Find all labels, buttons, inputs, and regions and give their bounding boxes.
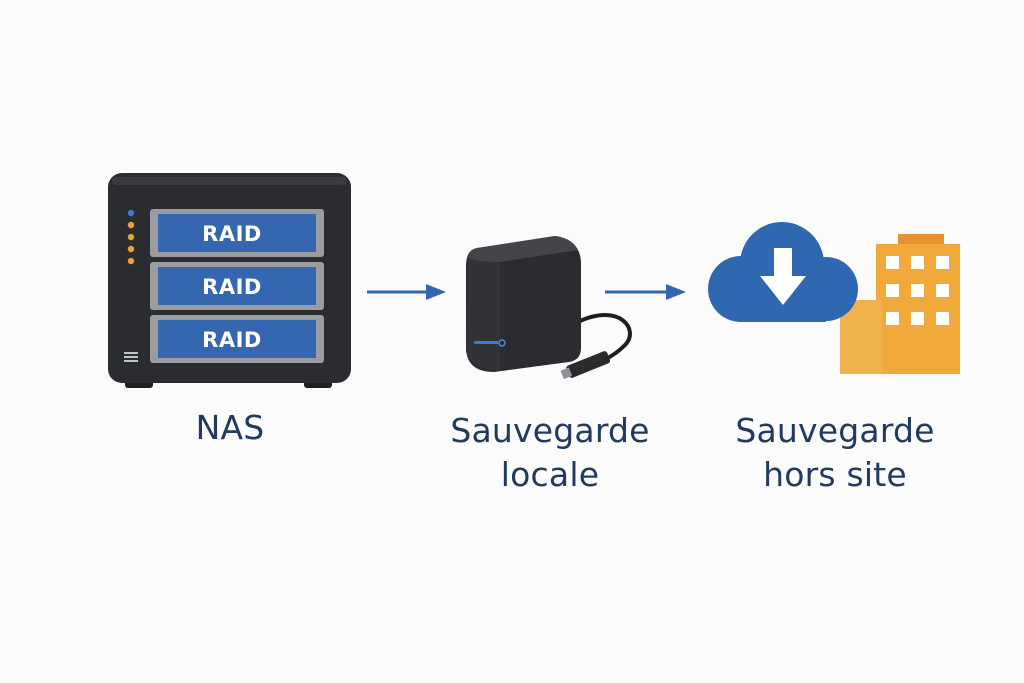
nas-label-text: NAS [195,408,265,447]
raid-bay-3: RAID [150,315,324,363]
raid-label-3: RAID [202,328,262,352]
offsite-backup-label-line-1: Sauvegarde [735,411,935,450]
nas-label: NAS [130,406,330,450]
offsite-backup-label: Sauvegarde hors site [700,409,970,497]
arrow-right-icon [367,284,446,300]
raid-bay-2: RAID [150,262,324,310]
arrow-right-icon-2 [605,284,686,300]
local-backup-label-line-1: Sauvegarde [450,411,650,450]
local-backup-label: Sauvegarde locale [425,409,675,497]
raid-bay-1: RAID [150,209,324,257]
raid-label-1: RAID [202,222,262,246]
offsite-backup-label-line-2: hors site [763,455,907,494]
cloud-download-icon [708,222,858,322]
building-icon [840,234,960,374]
raid-label-2: RAID [202,275,262,299]
nas-icon: RAID RAID RAID [108,173,351,388]
local-backup-label-line-2: locale [500,455,600,494]
external-drive-icon [466,236,632,379]
